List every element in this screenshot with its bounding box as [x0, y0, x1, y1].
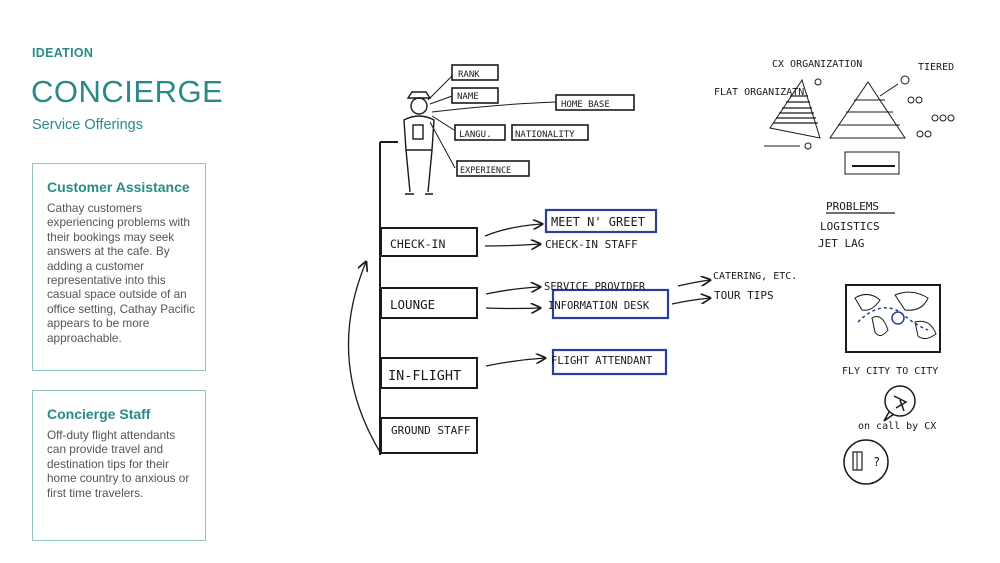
map-caption: FLY CITY TO CITY: [842, 366, 938, 377]
page-subtitle: Service Offerings: [32, 117, 143, 133]
question-bubble-icon: [843, 439, 889, 485]
svc-catering: CATERING, ETC.: [713, 271, 797, 282]
stage-lounge: LOUNGE: [390, 297, 435, 312]
problem-jet-lag: JET LAG: [818, 237, 864, 250]
on-call-label: on call by CX: [858, 421, 936, 432]
flat-org-triangle: [764, 78, 822, 150]
svc-check-in-staff: CHECK-IN STAFF: [545, 238, 638, 251]
svc-information-desk: INFORMATION DESK: [548, 300, 650, 312]
tiered-org-triangle: [829, 75, 955, 175]
person-figure: [403, 91, 435, 195]
page-title: CONCIERGE: [31, 74, 224, 109]
journey-column: [379, 141, 478, 455]
stage-check-in: CHECK-IN: [390, 237, 445, 251]
attr-experience: EXPERIENCE: [460, 166, 511, 176]
card-concierge-staff: Concierge Staff Off-duty flight attendan…: [32, 390, 206, 541]
attribute-rays: [427, 75, 557, 169]
problem-logistics: LOGISTICS: [820, 220, 880, 233]
attr-home-base: HOME BASE: [561, 100, 610, 110]
attr-name: NAME: [457, 92, 479, 102]
attr-language: LANGU.: [459, 130, 492, 140]
attr-rank: RANK: [458, 70, 480, 80]
problems-heading: PROBLEMS: [826, 200, 879, 213]
org-tiered-label: TIERED: [918, 62, 954, 73]
card-title: Customer Assistance: [47, 179, 190, 195]
card-title: Concierge Staff: [47, 406, 151, 422]
section-eyebrow: IDEATION: [32, 46, 94, 60]
card-customer-assistance: Customer Assistance Cathay customers exp…: [32, 163, 206, 371]
stage-in-flight: IN-FLIGHT: [388, 368, 461, 384]
svc-tour-tips: TOUR TIPS: [714, 289, 774, 302]
stage-ground-staff: GROUND STAFF: [391, 424, 470, 437]
world-map-sketch: [845, 284, 941, 353]
svc-flight-attendant: FLIGHT ATTENDANT: [551, 355, 653, 367]
loop-arrow: [347, 262, 381, 453]
card-body: Off-duty flight attendants can provide t…: [47, 428, 190, 500]
svc-meet-greet: MEET N' GREET: [551, 215, 645, 229]
chat-bubble-icon: [883, 385, 916, 422]
org-flat-label: FLAT ORGANIZATN: [714, 87, 804, 98]
attr-nationality: NATIONALITY: [515, 130, 575, 140]
svc-service-provider: SERVICE PROVIDER: [544, 281, 646, 293]
svg-text:?: ?: [873, 455, 880, 469]
card-body: Cathay customers experiencing problems w…: [47, 201, 195, 345]
org-heading: CX ORGANIZATION: [772, 59, 862, 70]
